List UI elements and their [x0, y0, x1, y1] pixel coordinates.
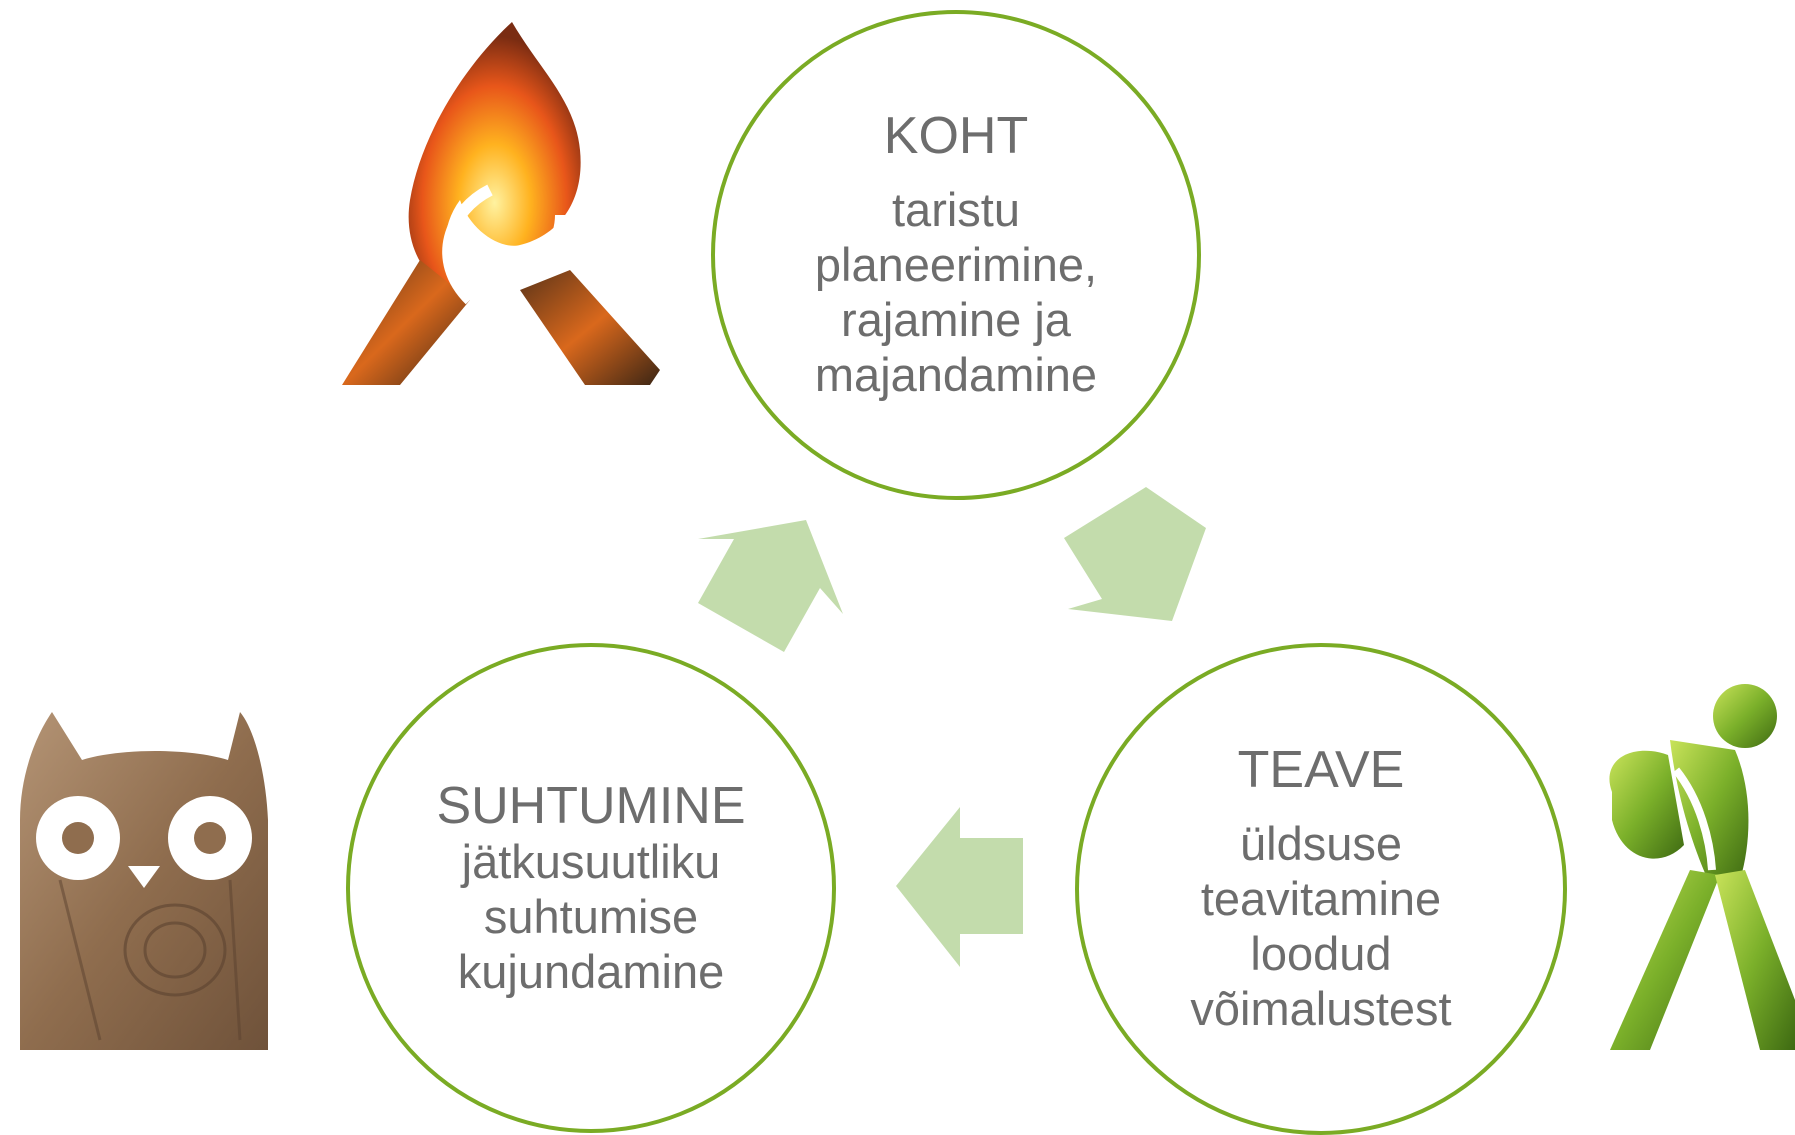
- arrow-teave-to-suhtumine: [896, 807, 1023, 967]
- node-koht: KOHT taristu planeerimine, rajamine ja m…: [711, 10, 1201, 500]
- node-suhtumine-description: jätkusuutliku suhtumise kujundamine: [457, 834, 725, 998]
- node-teave-description: üldsuse teavitamine loodud võimalustest: [1190, 817, 1452, 1035]
- node-teave-title: TEAVE: [1237, 741, 1405, 799]
- arrow-suhtumine-to-koht: [698, 520, 843, 652]
- node-suhtumine: SUHTUMINE jätkusuutliku suhtumise kujund…: [346, 643, 836, 1133]
- node-teave: TEAVE üldsuse teavitamine loodud võimalu…: [1075, 643, 1567, 1135]
- node-suhtumine-title: SUHTUMINE: [436, 776, 746, 835]
- node-koht-title: KOHT: [883, 107, 1029, 165]
- arrow-koht-to-teave: [1064, 487, 1206, 621]
- node-koht-description: taristu planeerimine, rajamine ja majand…: [814, 183, 1098, 401]
